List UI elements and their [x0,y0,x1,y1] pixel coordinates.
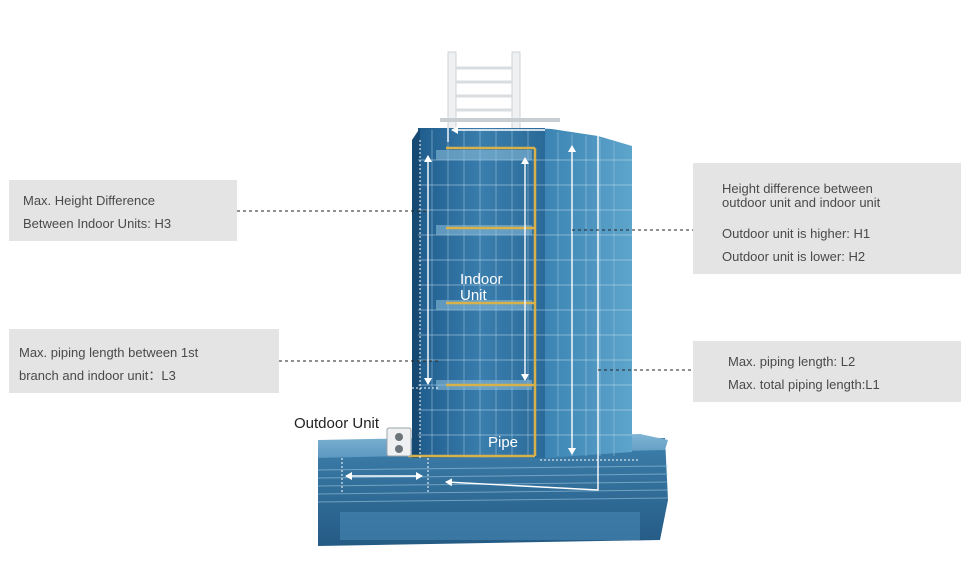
callout-l2l1-line1: Max. piping length: L2 [728,354,856,369]
callout-outdoor-indoor-height: Height difference between outdoor unit a… [693,163,961,274]
callout-h1h2-line1: Height difference between [722,181,873,196]
indoor-unit-label-line2: Unit [460,287,487,304]
callout-l3-line2: branch and indoor unit：L3 [19,368,176,383]
indoor-unit-label-line1: Indoor [460,271,503,288]
outdoor-unit [386,427,412,457]
dimension-lines [345,126,599,491]
pipe-label: Pipe [488,434,519,451]
callout-h3-line2: Between Indoor Units: H3 [23,216,172,231]
outdoor-unit-label: Outdoor Unit [294,415,380,432]
refrigerant-pipe [408,146,537,458]
callout-height-between-indoor-units: Max. Height Difference Between Indoor Un… [9,180,237,241]
callout-l2l1-line2: Max. total piping length:L1 [728,377,880,392]
leader-lines [237,210,693,371]
rooftop-frame [440,51,560,131]
callout-l3-line1: Max. piping length between 1st [19,345,199,360]
tower-edge [412,128,420,458]
callout-h3-line1: Max. Height Difference [23,193,155,208]
callout-h1h2-line4: Outdoor unit is lower: H2 [722,249,866,264]
callout-h1h2-line3: Outdoor unit is higher: H1 [722,226,871,241]
callout-h1h2-line2: outdoor unit and indoor unit [722,195,881,210]
callout-piping-length: Max. piping length: L2 Max. total piping… [693,341,961,402]
callout-branch-piping-length: Max. piping length between 1st branch an… [9,329,279,393]
